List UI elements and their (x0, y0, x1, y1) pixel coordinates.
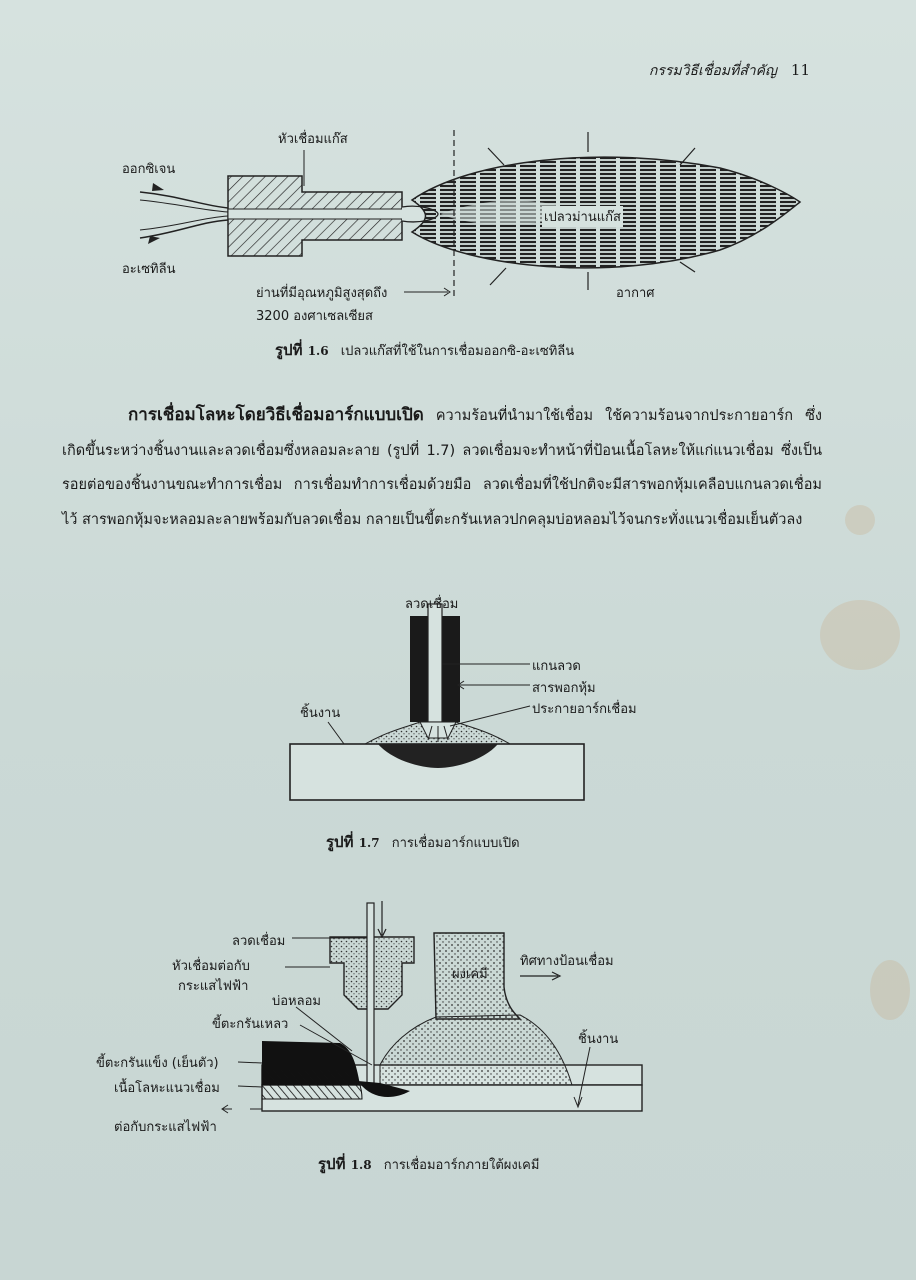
max-temp-zone-label: ย่านที่มีอุณหภูมิสูงสุดถึง (256, 286, 388, 301)
weld-pool-label: บ่อหลอม (272, 994, 321, 1009)
oxygen-label: ออกซิเจน (122, 162, 176, 177)
figure-1-8-diagram (221, 901, 643, 1114)
page-number: 11 (790, 61, 810, 79)
acetylene-label: อะเซทิลีน (122, 262, 176, 277)
workpiece-label-1-7: ชิ้นงาน (300, 706, 341, 721)
electrode-label-1-8: ลวดเชื่อม (232, 934, 286, 949)
section-body: ความร้อนที่นำมาใช้เชื่อม ใช้ความร้อนจากป… (62, 408, 822, 528)
weld-metal-label: เนื้อโลหะแนวเชื่อม (114, 1081, 220, 1096)
running-head: กรรมวิธีเชื่อมที่สำคัญ 11 (649, 60, 810, 82)
solid-slag-label: ขี้ตะกรันแข็ง (เย็นตัว) (96, 1056, 219, 1071)
arc-label: ประกายอาร์กเชื่อม (532, 702, 637, 717)
figure-1-7-caption: รูปที่ 1.7 การเชื่อมอาร์กแบบเปิด (326, 833, 520, 851)
paper-stain (820, 600, 900, 670)
section-heading: การเชื่อมโลหะโดยวิธีเชื่อมอาร์กแบบเปิด (128, 405, 424, 425)
coating-label: สารพอกหุ้ม (532, 681, 596, 696)
flux-bed (379, 1014, 573, 1086)
flux-label: ผงเคมี (452, 967, 488, 982)
oxygen-hose (139, 191, 229, 209)
weld-pool (378, 744, 498, 768)
workpiece-label-1-8: ชิ้นงาน (578, 1032, 619, 1047)
electrode-label-1-7: ลวดเชื่อม (405, 597, 459, 612)
contact-tip-label-line1: หัวเชื่อมต่อกับ (172, 959, 250, 974)
core-wire-label: แกนลวด (532, 659, 581, 674)
figure-1-7-diagram (289, 603, 585, 801)
chapter-title: กรรมวิธีเชื่อมที่สำคัญ (648, 63, 777, 79)
electrode-core (427, 603, 443, 723)
figure-1-8-caption: รูปที่ 1.8 การเชื่อมอาร์กภายใต้ผงเคมี (318, 1155, 540, 1173)
contact-tip-label-line2: กระแสไฟฟ้า (178, 979, 249, 994)
weld-metal (261, 1068, 363, 1100)
acetylene-hose (139, 219, 229, 239)
temp-value-label: 3200 องศาเซลเซียส (256, 309, 373, 324)
molten-slag-label: ขี้ตะกรันเหลว (212, 1017, 289, 1032)
figure-1-6-caption: รูปที่ 1.6 เปลวแก๊สที่ใช้ในการเชื่อมออกซ… (275, 341, 575, 359)
air-label: อากาศ (616, 286, 655, 301)
feed-direction-label: ทิศทางป้อนเชื่อม (520, 954, 614, 969)
flux-hopper (433, 932, 522, 1020)
paper-stain (870, 960, 910, 1020)
paper-stain (845, 505, 875, 535)
current-connection-label: ต่อกับกระแสไฟฟ้า (114, 1120, 217, 1135)
flame-envelope-label: เปลวม่านแก๊ส (542, 206, 623, 227)
torch-tip-label: หัวเชื่อมแก๊ส (278, 132, 348, 147)
section-paragraph: การเชื่อมโลหะโดยวิธีเชื่อมอาร์กแบบเปิดคว… (62, 398, 822, 537)
